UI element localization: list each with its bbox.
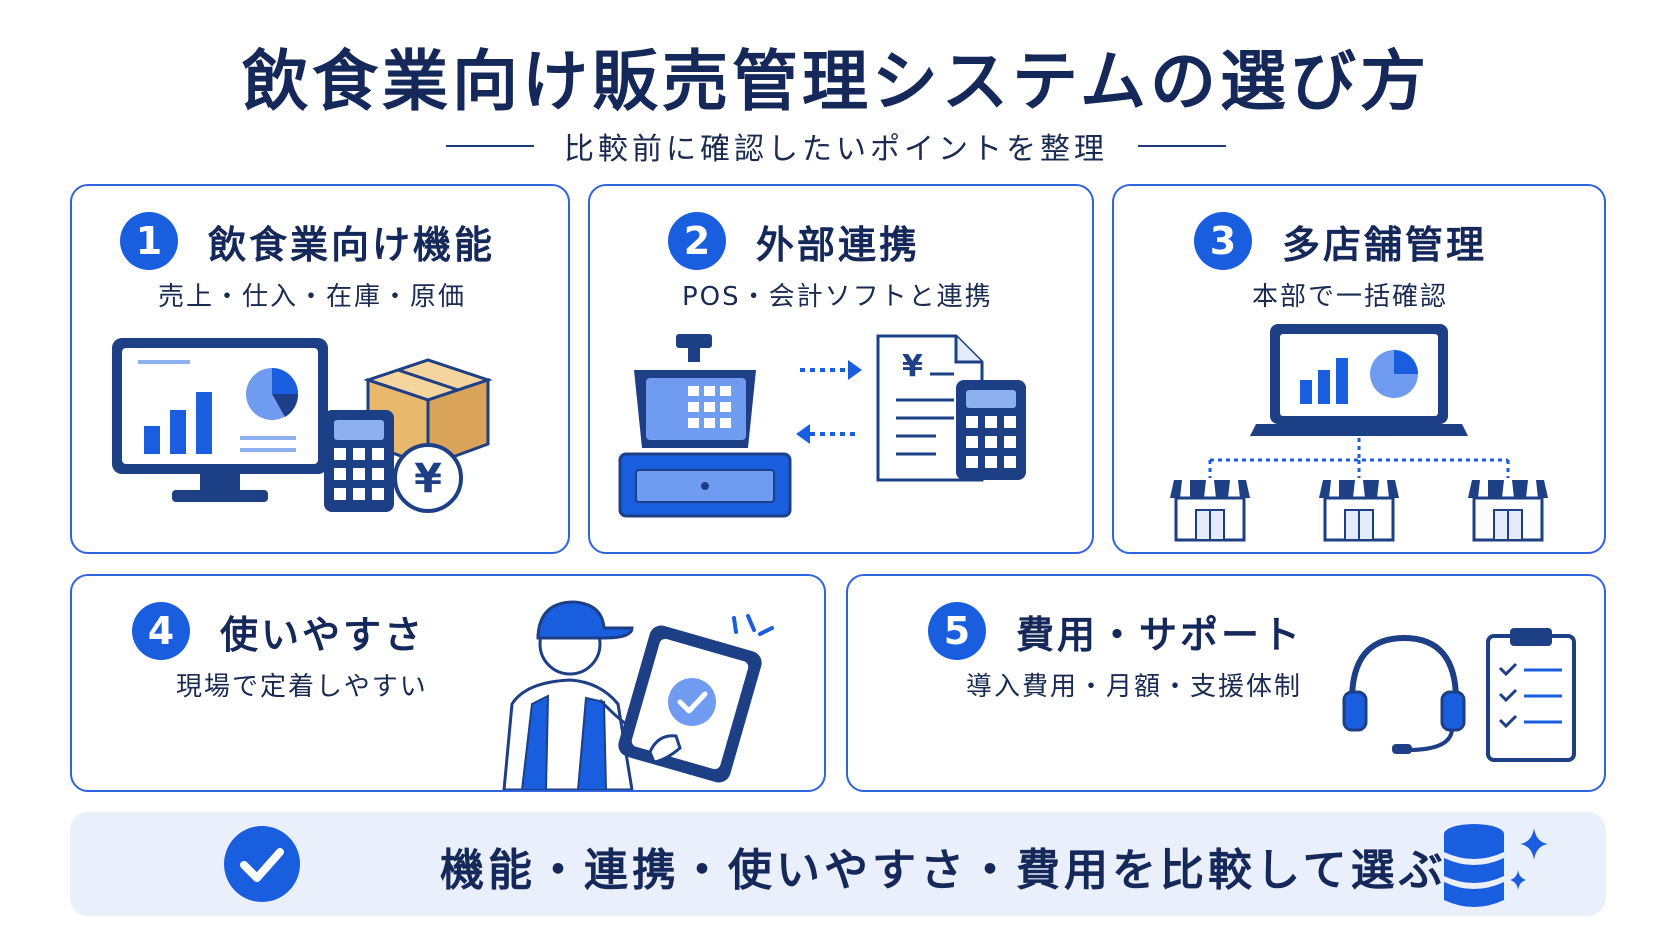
card-2-subtitle: POS・会計ソフトと連携: [682, 282, 993, 312]
store-icon-2: [1319, 480, 1399, 542]
card-3-header: 3 多店舗管理: [1194, 212, 1487, 270]
card-5-number-badge: 5: [928, 602, 986, 660]
page-title: 飲食業向け販売管理システムの選び方: [241, 43, 1431, 120]
database-icon: [1444, 824, 1548, 907]
yen-symbol: ¥: [902, 349, 923, 384]
card-1-header: 1 飲食業向け機能: [120, 212, 495, 270]
sync-arrows-icon: [796, 360, 862, 444]
pos-register-icon: [618, 334, 792, 518]
card-1-number-badge: 1: [120, 212, 178, 270]
laptop-icon: [1250, 324, 1468, 436]
calculator-icon: [956, 380, 1026, 480]
sales-dashboard-illustration: ¥: [112, 338, 493, 513]
tablet-icon: [618, 625, 762, 783]
monitor-icon: [112, 338, 328, 502]
check-circle-icon: [224, 826, 300, 902]
headset-icon: [1342, 634, 1466, 754]
page-subtitle: 比較前に確認したいポイントを整理: [564, 132, 1108, 167]
worker-tablet-illustration: [502, 600, 774, 790]
card-cost-support: 5 費用・サポート 導入費用・月額・支援体制: [846, 574, 1606, 792]
pos-integration-illustration: ¥: [618, 334, 1026, 518]
card-1-subtitle: 売上・仕入・在庫・原価: [158, 282, 467, 312]
yen-symbol: ¥: [414, 456, 442, 502]
card-1-title: 飲食業向け機能: [208, 222, 496, 267]
worker-icon: [502, 600, 647, 790]
card-2-header: 2 外部連携: [668, 212, 920, 270]
summary-text: 機能・連携・使いやすさ・費用を比較して選ぶ: [440, 845, 1447, 896]
store-icon-1: [1170, 480, 1250, 542]
checklist-clipboard-icon: [1486, 628, 1576, 762]
store-icon-3: [1468, 480, 1548, 542]
card-4-subtitle: 現場で定着しやすい: [176, 672, 428, 702]
subtitle-divider-right: [1138, 145, 1226, 147]
card-usability: 4 使いやすさ 現場で定着しやすい: [70, 574, 826, 792]
yen-coin-icon: ¥: [393, 443, 463, 513]
card-4-header: 4 使いやすさ: [132, 602, 425, 660]
card-5-title: 費用・サポート: [1016, 612, 1304, 657]
card-5-subtitle: 導入費用・月額・支援体制: [966, 672, 1303, 702]
sparkle-icon: [1520, 828, 1548, 860]
card-4-number-badge: 4: [132, 602, 190, 660]
subtitle-row: 比較前に確認したいポイントを整理: [0, 124, 1672, 168]
card-external-integration: 2 外部連携 POS・会計ソフトと連携 ¥: [588, 184, 1094, 554]
card-3-subtitle: 本部で一括確認: [1252, 282, 1449, 312]
checkmark-icon: [677, 691, 708, 714]
summary-banner: 機能・連携・使いやすさ・費用を比較して選ぶ: [70, 812, 1606, 916]
card-4-title: 使いやすさ: [220, 612, 426, 657]
card-3-title: 多店舗管理: [1282, 222, 1488, 267]
card-5-header: 5 費用・サポート: [928, 602, 1303, 660]
card-2-number-badge: 2: [668, 212, 726, 270]
calculator-icon: [324, 410, 394, 512]
network-lines: [1208, 438, 1510, 478]
card-restaurant-features: 1 飲食業向け機能 売上・仕入・在庫・原価: [70, 184, 570, 554]
subtitle-divider-left: [446, 145, 534, 147]
cardboard-box-icon: [363, 358, 493, 469]
card-multi-store: 3 多店舗管理 本部で一括確認: [1112, 184, 1606, 554]
card-3-number-badge: 3: [1194, 212, 1252, 270]
card-2-title: 外部連携: [756, 222, 921, 267]
support-illustration: [1342, 628, 1576, 762]
sparkle-lines-icon: [732, 614, 774, 636]
headquarters-stores-illustration: [1170, 324, 1548, 542]
sparkle-small-icon: [1510, 870, 1526, 890]
